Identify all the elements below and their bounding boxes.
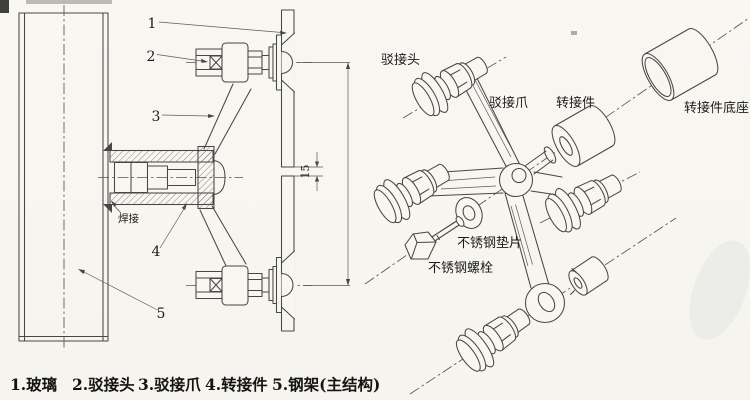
callout-5-label: 5	[157, 306, 166, 322]
connector-head-lower-section	[186, 250, 312, 320]
glass-panel-lower	[280, 175, 295, 332]
weld-label: 焊接	[118, 212, 139, 225]
gap-dimension-15: 15	[294, 152, 323, 191]
slotted-bushing	[568, 256, 609, 296]
right-view-labels: 驳接头 驳接爪 转接件 转接件底座 不锈钢垫片 不锈钢螺栓	[381, 52, 749, 276]
callout-1-label: 1	[148, 16, 157, 32]
caption-item-1: 1.玻璃	[10, 375, 57, 394]
label-connector-head: 驳接头	[381, 52, 420, 68]
callout-4: 4	[152, 203, 187, 260]
callout-5-leader	[83, 271, 158, 311]
right-head-axis	[539, 171, 641, 224]
steel-column	[18, 5, 109, 348]
callout-1: 1	[148, 16, 287, 35]
callout-3-leader	[161, 114, 210, 117]
callout-4-label: 4	[152, 244, 161, 260]
label-adapter-base: 转接件底座	[684, 100, 749, 116]
label-adapter: 转接件	[556, 95, 595, 111]
bolt	[404, 216, 465, 260]
weld-symbols	[103, 142, 112, 213]
right-exploded-view: 驳接头 驳接爪 转接件 转接件底座 不锈钢垫片 不锈钢螺栓	[364, 17, 750, 395]
adapter-base-tube	[641, 27, 719, 102]
caption-item-2: 2.驳接头	[72, 375, 135, 394]
connector-head-right	[539, 161, 631, 239]
caption-item-4: 4.转接件	[205, 375, 268, 394]
adapter-assembly-section	[98, 142, 243, 213]
vertical-dimension	[296, 62, 351, 286]
connector-head-upper-section	[186, 32, 312, 93]
label-bolt: 不锈钢螺栓	[428, 261, 493, 276]
caption: 1.玻璃 2.驳接头 3.驳接爪 4.转接件 5.钢架(主结构)	[10, 375, 380, 394]
callout-1-leader	[158, 21, 281, 33]
callout-3-label: 3	[152, 109, 161, 125]
spider-body	[427, 67, 566, 324]
callout-2: 2	[147, 49, 208, 65]
center-boss	[498, 162, 534, 198]
caption-item-5: 5.钢架(主结构)	[272, 375, 380, 394]
scan-artifacts	[0, 0, 577, 35]
label-washer: 不锈钢垫片	[457, 235, 522, 251]
callout-4-leader	[159, 207, 185, 249]
label-spider-claw: 驳接爪	[489, 95, 528, 111]
callout-2-label: 2	[147, 49, 156, 65]
connector-head-left	[367, 150, 459, 230]
spider-arm-lower-section	[199, 205, 247, 269]
callout-3: 3	[152, 109, 215, 125]
caption-item-3: 3.驳接爪	[138, 375, 201, 394]
adapter-cylinder	[551, 105, 616, 167]
spider-socket-tube	[524, 146, 557, 175]
left-section-view: 15 焊接 1 2 3	[10, 5, 380, 394]
weld-note: 焊接	[111, 200, 139, 225]
spider-arm-upper-section	[203, 83, 252, 155]
callout-5: 5	[78, 269, 165, 322]
gap-dimension-label: 15	[299, 165, 312, 179]
callout-2-leader	[156, 54, 202, 62]
